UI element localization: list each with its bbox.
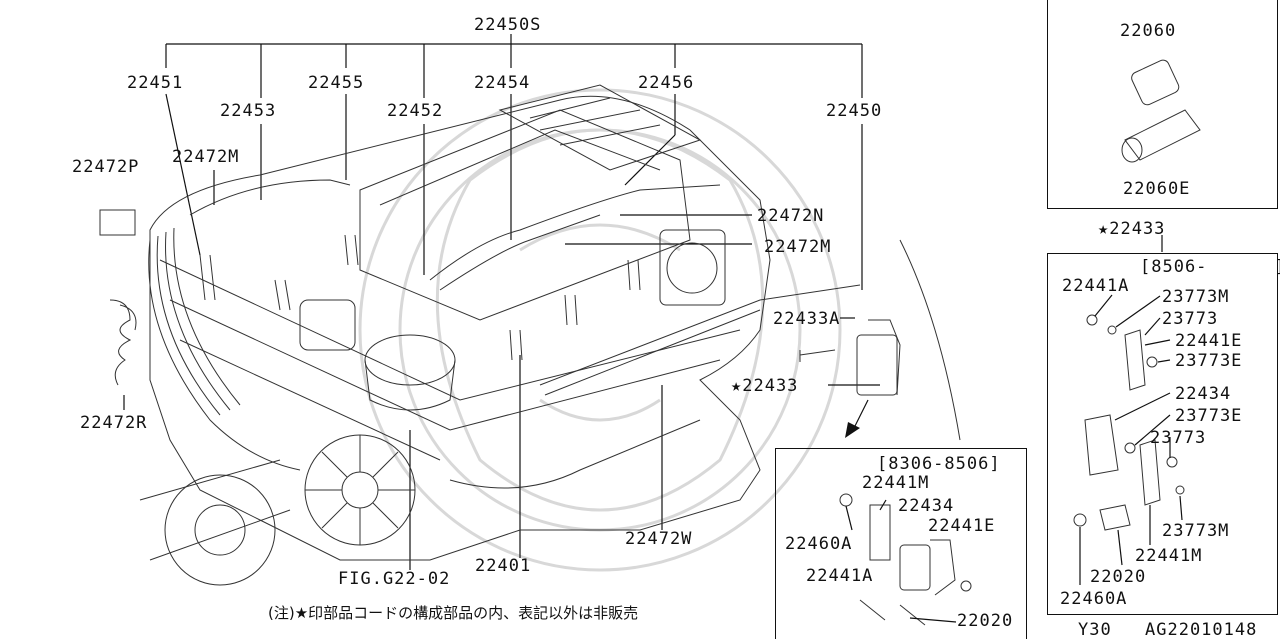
watermark-logo [358,88,842,572]
inset-bottom-22441A: 22441A [806,566,874,586]
part-label-22456: 22456 [638,73,695,93]
inset-right-23773E-a: 23773E [1175,351,1243,371]
part-label-22450S: 22450S [474,15,542,35]
inset-right-frame [1047,253,1278,615]
part-label-22455: 22455 [308,73,365,93]
footnote: (注)★印部品コードの構成部品の内、表記以外は非販売 [268,604,639,622]
part-label-22472M-right: 22472M [764,237,832,257]
inset-right-22441E: 22441E [1175,331,1243,351]
inset-bottom-22434: 22434 [898,496,955,516]
inset-right-header: ★22433 [1098,219,1166,239]
inset-right-23773E-b: 23773E [1175,406,1243,426]
part-label-22454: 22454 [474,73,531,93]
part-label-22472M-left: 22472M [172,147,240,167]
inset-bottom-22460A: 22460A [785,534,853,554]
part-label-22453: 22453 [220,101,277,121]
inset-right-22434: 22434 [1175,384,1232,404]
inset-right-23773M-a: 23773M [1162,287,1230,307]
inset-right-23773-b: 23773 [1150,428,1207,448]
inset-right-22460A: 22460A [1060,589,1128,609]
part-label-22401: 22401 [475,556,532,576]
footer-model: Y30 [1078,620,1112,640]
footer-code: AG22010148 [1145,620,1258,640]
part-label-22433A: 22433A [773,309,841,329]
inset-bottom-22441M: 22441M [862,473,930,493]
inset-bottom-frame [775,448,1027,639]
leader-lines [123,93,880,570]
inset-bottom-22441E: 22441E [928,516,996,536]
inset-bottom-illustration [839,493,972,626]
inset-right-22441A: 22441A [1062,276,1130,296]
inset-right-23773-a: 23773 [1162,309,1219,329]
part-label-22433-star: ★22433 [731,376,799,396]
figure-reference: FIG.G22-02 [338,569,451,589]
inset-top-right-22060E: 22060E [1123,179,1191,199]
part-label-22451: 22451 [127,73,184,93]
inset-top-right-frame [1047,0,1278,209]
inset-right-22020: 22020 [1090,567,1147,587]
part-label-22472R: 22472R [80,413,148,433]
inset-right-23773M-b: 23773M [1162,521,1230,541]
part-label-22450: 22450 [826,101,883,121]
inset-bottom-range: [8306-8506] [877,454,1001,474]
inset-right-22441M: 22441M [1135,546,1203,566]
inset-bottom-22020: 22020 [957,611,1014,631]
part-label-22472N: 22472N [757,206,825,226]
harness-set-bracket [165,34,863,98]
inset-right-illustration [1073,235,1185,585]
part-label-22472P: 22472P [72,157,140,177]
engine-outline [99,84,961,586]
inset-top-right-22060: 22060 [1120,21,1177,41]
part-label-22472W: 22472W [625,529,693,549]
part-label-22452: 22452 [387,101,444,121]
inset-right-range: [8506- ] [1140,257,1280,277]
inset-top-right-illustration [1121,59,1201,163]
